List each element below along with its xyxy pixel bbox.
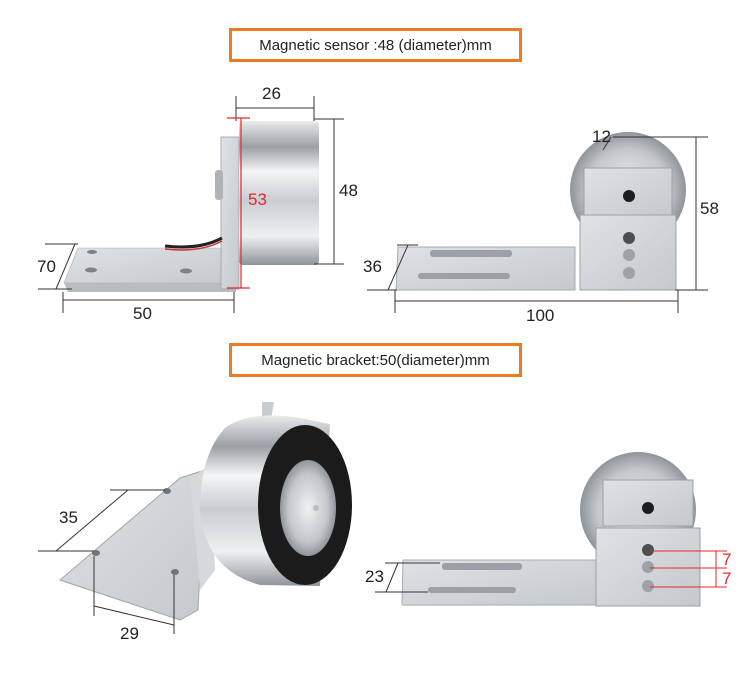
back-view-holes	[375, 452, 727, 607]
dim-side-height: 48	[339, 181, 358, 200]
dim-back-height: 58	[700, 199, 719, 218]
back-view	[367, 132, 708, 313]
dim-side-top-width: 26	[262, 84, 281, 103]
dim-holes-slot-spacing: 23	[365, 567, 384, 586]
dim-persp-hole-spacing-b: 29	[120, 624, 139, 643]
caption-magnetic-bracket: Magnetic bracket:50(diameter)mm	[229, 343, 522, 377]
perspective-view	[38, 402, 352, 634]
dim-side-base-length: 50	[133, 304, 152, 323]
side-view	[38, 96, 344, 313]
dim-back-offset: 12	[592, 127, 611, 146]
caption-magnetic-sensor: Magnetic sensor :48 (diameter)mm	[229, 28, 522, 62]
dim-back-depth: 36	[363, 257, 382, 276]
dim-holes-pitch-1: 7	[722, 550, 732, 569]
dim-side-plate-height: 53	[248, 190, 267, 209]
dim-holes-pitch-2: 7	[722, 569, 732, 588]
dim-side-depth: 70	[37, 257, 56, 276]
dim-back-length: 100	[526, 306, 555, 325]
dim-persp-hole-spacing-a: 35	[59, 508, 78, 527]
